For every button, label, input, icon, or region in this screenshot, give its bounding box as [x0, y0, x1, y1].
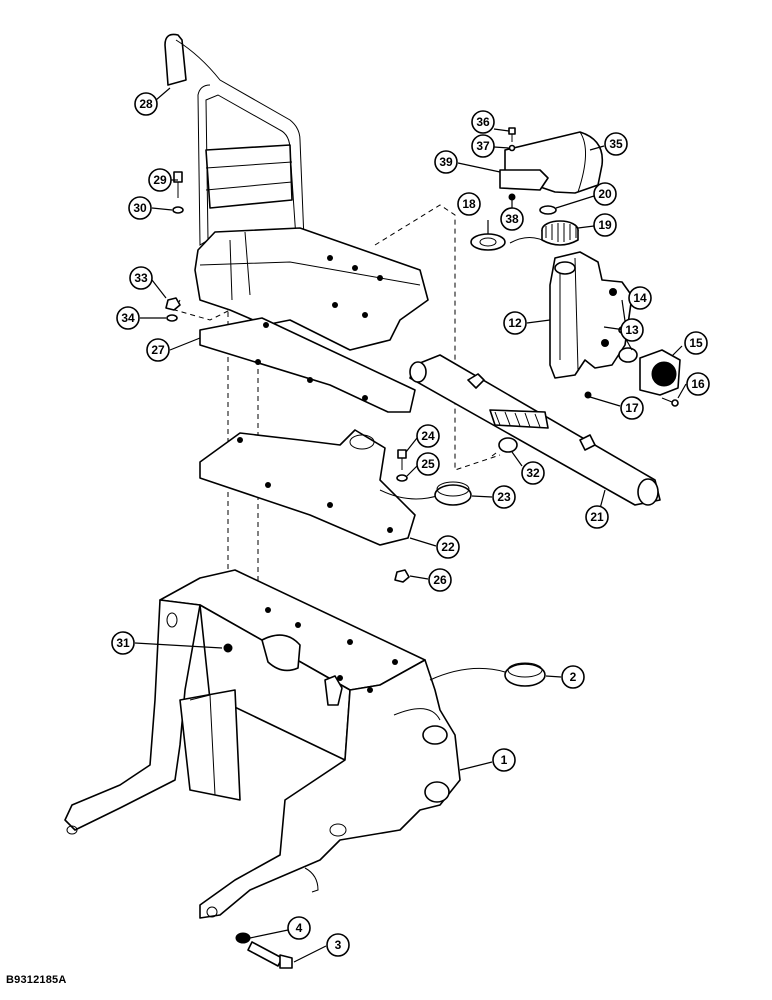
callout-label-23: 23	[497, 490, 511, 504]
fitting-31	[223, 643, 233, 653]
callout-26: 26	[428, 568, 452, 592]
callout-20: 20	[593, 182, 617, 206]
callout-label-39: 39	[439, 155, 453, 169]
callout-24: 24	[416, 424, 440, 448]
callout-label-29: 29	[153, 173, 167, 187]
callout-label-26: 26	[433, 573, 447, 587]
callout-label-37: 37	[476, 139, 490, 153]
grommet-23	[379, 481, 472, 506]
callout-label-12: 12	[508, 316, 522, 330]
callout-label-3: 3	[335, 938, 342, 952]
callout-label-27: 27	[151, 343, 165, 357]
callout-2: 2	[561, 665, 585, 689]
callout-36: 36	[471, 110, 495, 134]
callout-label-25: 25	[421, 457, 435, 471]
nut-26	[394, 569, 410, 583]
callout-21: 21	[585, 505, 609, 529]
spacer-plate-27	[199, 317, 416, 413]
steering-housing-12	[549, 251, 633, 379]
screw-16	[661, 397, 679, 407]
steering-cylinder-21	[409, 354, 661, 506]
callout-label-35: 35	[609, 137, 623, 151]
callout-label-17: 17	[625, 401, 639, 415]
callout-27: 27	[146, 338, 170, 362]
callout-34: 34	[116, 306, 140, 330]
callout-39: 39	[434, 150, 458, 174]
washer-34	[166, 314, 178, 322]
callout-label-1: 1	[501, 753, 508, 767]
callout-31: 31	[111, 631, 135, 655]
callout-28: 28	[134, 92, 158, 116]
callout-16: 16	[686, 372, 710, 396]
fitting-32	[491, 437, 518, 457]
main-frame-1	[64, 569, 461, 919]
callout-label-2: 2	[570, 670, 577, 684]
callout-32: 32	[521, 461, 545, 485]
callout-label-21: 21	[590, 510, 604, 524]
washer-30	[172, 206, 184, 214]
callout-25: 25	[416, 452, 440, 476]
bolt-24	[397, 449, 407, 470]
cover-bracket-39	[499, 169, 549, 191]
callout-label-28: 28	[139, 97, 153, 111]
callout-label-31: 31	[116, 636, 130, 650]
callout-30: 30	[128, 196, 152, 220]
callout-label-20: 20	[598, 187, 612, 201]
seal-18	[470, 233, 549, 251]
callout-1: 1	[492, 748, 516, 772]
washer-25	[396, 474, 408, 482]
washer-37	[508, 144, 516, 152]
callout-33: 33	[129, 266, 153, 290]
grommet-2	[429, 662, 546, 687]
screw-36	[508, 127, 516, 142]
callout-15: 15	[684, 331, 708, 355]
callout-label-18: 18	[462, 197, 476, 211]
callout-37: 37	[471, 134, 495, 158]
handle-rail	[164, 33, 306, 269]
callout-19: 19	[593, 213, 617, 237]
callout-17: 17	[620, 396, 644, 420]
callout-3: 3	[326, 933, 350, 957]
callout-label-14: 14	[633, 291, 647, 305]
callout-label-32: 32	[526, 466, 540, 480]
callout-label-4: 4	[296, 921, 303, 935]
callout-14: 14	[628, 286, 652, 310]
nut-17	[584, 391, 592, 399]
callout-label-34: 34	[121, 311, 135, 325]
callout-12: 12	[503, 311, 527, 335]
bushing-13	[618, 347, 638, 363]
callout-label-16: 16	[691, 377, 705, 391]
callout-label-22: 22	[441, 540, 455, 554]
figure-code: B9312185A	[6, 974, 67, 986]
bracket-15	[639, 349, 681, 396]
callout-label-36: 36	[476, 115, 490, 129]
callout-4: 4	[287, 916, 311, 940]
nut-33	[165, 297, 181, 311]
pinion-gear-19	[541, 220, 579, 246]
callout-18: 18	[457, 192, 481, 216]
mounting-plate-22	[199, 429, 416, 546]
washer-4	[235, 932, 251, 944]
bolt-29	[173, 171, 183, 198]
callout-label-13: 13	[625, 323, 639, 337]
callout-label-15: 15	[689, 336, 703, 350]
callout-label-30: 30	[133, 201, 147, 215]
callout-35: 35	[604, 132, 628, 156]
callout-23: 23	[492, 485, 516, 509]
callout-29: 29	[148, 168, 172, 192]
callout-label-38: 38	[505, 212, 519, 226]
snap-ring-20	[539, 205, 557, 215]
bolt-3	[247, 941, 293, 969]
callout-38: 38	[500, 207, 524, 231]
callout-label-24: 24	[421, 429, 435, 443]
callout-13: 13	[620, 318, 644, 342]
callout-label-19: 19	[598, 218, 612, 232]
callout-22: 22	[436, 535, 460, 559]
nut-38	[508, 193, 516, 201]
callout-label-33: 33	[134, 271, 148, 285]
